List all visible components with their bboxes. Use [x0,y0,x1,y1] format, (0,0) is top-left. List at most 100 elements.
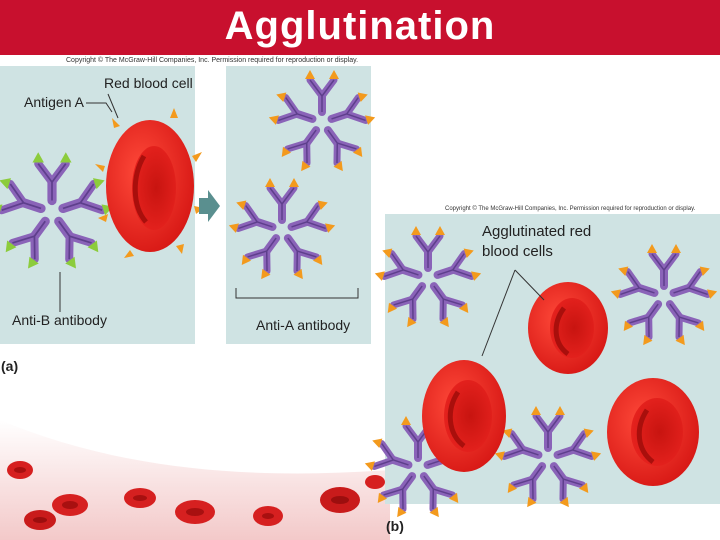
antigen-binding-tip [289,178,299,187]
antigen-binding-tip [448,492,459,504]
antibody-y-shape [268,92,317,125]
antigen-binding-tip [671,244,681,253]
antibody-y-shape [228,200,277,233]
antigen-binding-tip [411,226,421,235]
antigen-binding-tip [293,268,303,280]
antigen-binding-tip [439,316,449,328]
antigen-binding-tip [675,334,685,346]
antigen-binding-tip [618,266,629,277]
red-blood-cell-a [95,108,204,258]
transition-arrow [199,190,220,222]
antigen-binding-tip [387,302,398,314]
antigen-binding-tip [65,256,76,269]
antigen-binding-tip [647,244,657,253]
antibody-y-shape [5,216,50,269]
antibody-y-shape [54,216,99,269]
agglutinated-leader-2 [514,269,545,301]
antibody-y-shape [281,126,321,172]
antigen-binding-tip [5,240,17,253]
antigen-binding-tip [502,428,513,439]
antibody-y-shape [287,200,336,233]
rbc-leader [107,93,119,119]
antigen-binding-tip [507,482,518,494]
antigen-binding-tip [364,461,375,471]
antibody-y-shape [305,70,339,116]
antibody-y-shape [364,438,413,471]
antigen-binding-tip [374,271,385,281]
panel-b-antibody-2 [610,244,718,346]
anti-a-antibody-label: Anti-A antibody [256,317,351,333]
antigen-binding-tip [60,152,72,163]
antibody-y-shape [323,126,363,172]
antigen-binding-tip [333,160,343,172]
antigen-binding-tip [555,406,565,415]
antigen-binding-tip [435,226,445,235]
antigen-binding-tip [623,320,634,332]
pink-wave [0,420,390,540]
antigen-binding-tip [471,271,482,281]
antigen-binding-tip [583,428,594,439]
antigen-binding-tip [699,266,710,277]
anti-a-antibody-cluster-bottom [228,178,336,280]
antigen-binding-tip [265,178,275,187]
antigen-binding-tip [236,200,247,211]
antigen-binding-tip [0,178,12,190]
antibody-y-shape [647,244,681,290]
antibody-y-shape [531,406,565,452]
agglutinated-rbc-1 [528,282,608,374]
rbc-label: Red blood cell [104,75,193,91]
antibody-y-shape [265,178,299,224]
antigen-a-markers [95,108,204,258]
antibody-y-shape [411,226,445,272]
antigen-binding-tip [643,334,653,346]
antigen-binding-tip [357,92,368,103]
antibody-y-shape [669,266,718,299]
antigen-binding-tip [382,248,393,259]
antigen-binding-tip [407,316,417,328]
slide-title: Agglutination [224,4,496,48]
antibody-y-shape [32,152,72,206]
panel-a-tag: (a) [1,358,19,374]
background-blood-cells [7,461,385,530]
antigen-binding-tip [401,416,411,425]
antigen-binding-tip [317,200,328,211]
antigen-binding-tip [458,302,469,314]
agglutinated-rbc-3 [607,378,699,486]
antigen-binding-tip [694,320,705,332]
antigen-binding-tip [329,70,339,79]
panel-b-antibody-1 [374,226,482,328]
panel-b-tag: (b) [386,518,404,534]
anti-b-antibody-cluster [0,152,114,269]
antigen-binding-tip [578,482,589,494]
antigen-binding-tip [301,160,311,172]
antigen-binding-tip [276,92,287,103]
antibody-y-shape [623,300,663,346]
title-bar [0,0,720,55]
antibody-y-shape [429,282,469,328]
antigen-binding-tip [241,254,252,266]
antigen-binding-tip [352,146,363,158]
antibody-y-shape [387,282,427,328]
antigen-binding-tip [397,506,407,518]
antigen-binding-tip [28,256,39,269]
antibody-y-shape [553,428,602,461]
antibody-y-shape [283,234,323,280]
antigen-binding-tip [610,289,621,299]
antigen-binding-tip [87,240,99,253]
copyright-notice-a: Copyright © The McGraw-Hill Companies, I… [66,57,359,64]
antigen-binding-tip [429,506,439,518]
antigen-binding-tip [261,268,271,280]
antigen-binding-tip [531,406,541,415]
antigen-binding-tip [591,451,602,461]
antibody-y-shape [374,248,423,281]
antigen-binding-tip [92,178,105,190]
antigen-binding-tip [559,496,569,508]
antibody-y-shape [549,462,589,508]
antigen-a-label: Antigen A [24,94,84,110]
antigen-binding-tip [372,438,383,449]
copyright-notice-b: Copyright © The McGraw-Hill Companies, I… [445,206,696,212]
antigen-binding-tip [707,289,718,299]
agglutinated-leader-1 [481,269,516,357]
antibody-y-shape [610,266,659,299]
